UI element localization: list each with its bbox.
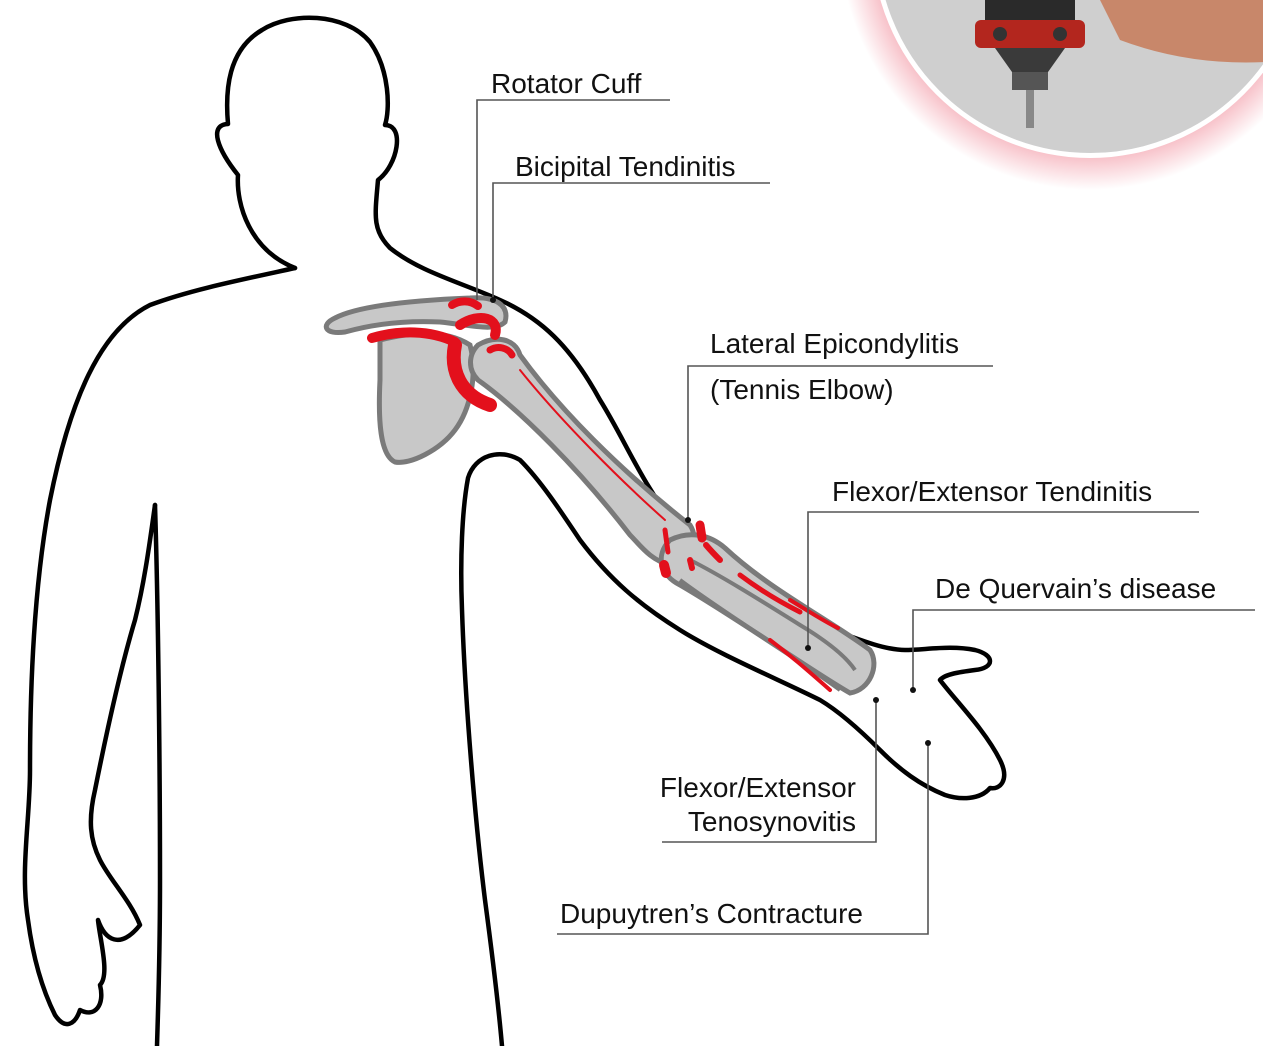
label-tennis-elbow: (Tennis Elbow) [710, 376, 894, 404]
ulna [661, 535, 874, 693]
label-flexor-extensor-tenosynovitis-line1: Flexor/Extensor [630, 774, 856, 802]
label-lateral-epicondylitis: Lateral Epicondylitis [710, 330, 959, 358]
leader-rotator-cuff [477, 100, 670, 300]
label-rotator-cuff: Rotator Cuff [491, 70, 641, 98]
label-flexor-extensor-tenosynovitis-line2: Tenosynovitis [630, 808, 856, 836]
label-flexor-extensor-tendinitis: Flexor/Extensor Tendinitis [832, 478, 1152, 506]
label-de-quervain: De Quervain’s disease [935, 575, 1216, 603]
torso-left-line [155, 505, 160, 1046]
label-dupuytren: Dupuytren’s Contracture [560, 900, 863, 928]
leader-bicipital [493, 183, 770, 300]
tool-inset-photo [840, 0, 1263, 190]
leader-lines [477, 100, 1255, 934]
label-bicipital-tendinitis: Bicipital Tendinitis [515, 153, 736, 181]
